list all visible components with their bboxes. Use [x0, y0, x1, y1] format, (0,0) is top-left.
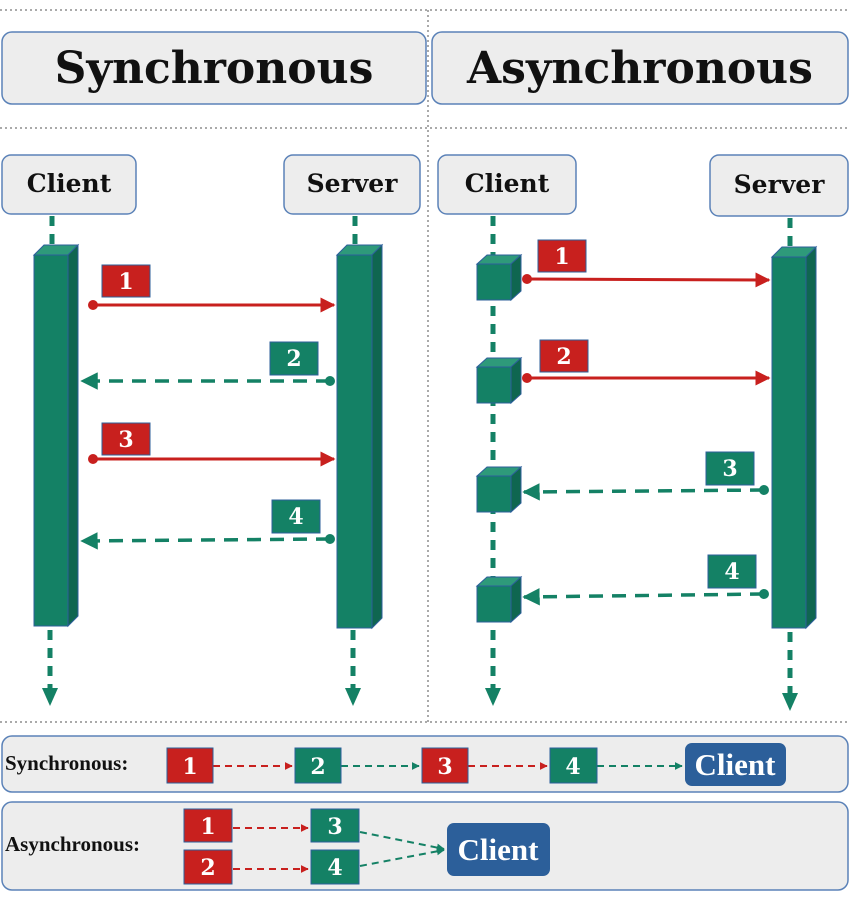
step-1: 1 — [182, 754, 197, 780]
async-server-actor: Server — [709, 154, 849, 217]
lifeline-arrowheads — [42, 688, 798, 711]
sync-client-bar — [32, 243, 80, 628]
message-number: 1 — [118, 269, 133, 295]
cube — [475, 575, 523, 624]
lifelines — [47, 216, 793, 695]
sync-header: Synchronous — [1, 31, 427, 105]
sync-message-1: 1 — [88, 264, 336, 313]
cube — [475, 253, 523, 302]
async-message-1: 1 — [522, 239, 771, 288]
async-summary: Asynchronous: 1 2 3 4 Client — [1, 801, 849, 891]
client-label: Client — [465, 169, 550, 198]
server-label: Server — [307, 169, 399, 198]
async-summary-label: Asynchronous: — [5, 832, 140, 856]
sync-message-4: 4 — [80, 499, 335, 550]
sync-title: Synchronous — [55, 43, 374, 94]
step-4: 4 — [565, 754, 580, 780]
sync-summary-label: Synchronous: — [5, 751, 128, 775]
message-number: 1 — [554, 244, 569, 270]
sync-message-2: 2 — [80, 341, 335, 390]
async-message-4: 4 — [522, 554, 769, 606]
client-badge: Client — [458, 832, 540, 867]
sync-summary: Synchronous: 1 2 3 4 Client — [1, 735, 849, 793]
client-badge: Client — [695, 747, 777, 782]
step-4: 4 — [327, 855, 342, 881]
async-message-3: 3 — [522, 451, 769, 501]
async-client-actor: Client — [437, 154, 577, 215]
message-number: 3 — [722, 456, 737, 482]
async-server-bar — [770, 245, 818, 630]
sync-message-3: 3 — [88, 422, 336, 467]
server-label: Server — [734, 170, 826, 199]
step-2: 2 — [310, 754, 325, 780]
cube — [475, 356, 523, 405]
message-number: 4 — [288, 504, 303, 530]
step-3: 3 — [437, 754, 452, 780]
async-client-cubes — [475, 253, 523, 624]
message-number: 2 — [556, 344, 571, 370]
async-title: Asynchronous — [466, 43, 813, 94]
step-1: 1 — [200, 814, 215, 840]
sync-client-actor: Client — [1, 154, 137, 215]
async-message-2: 2 — [522, 339, 771, 386]
message-number: 4 — [724, 559, 739, 585]
step-2: 2 — [200, 855, 215, 881]
message-number: 3 — [118, 427, 133, 453]
message-number: 2 — [286, 346, 301, 372]
sync-server-actor: Server — [283, 154, 421, 215]
separators — [0, 9, 850, 723]
step-3: 3 — [327, 814, 342, 840]
async-header: Asynchronous — [431, 31, 849, 105]
sync-server-bar — [335, 243, 384, 630]
client-label: Client — [27, 169, 112, 198]
cube — [475, 465, 523, 514]
